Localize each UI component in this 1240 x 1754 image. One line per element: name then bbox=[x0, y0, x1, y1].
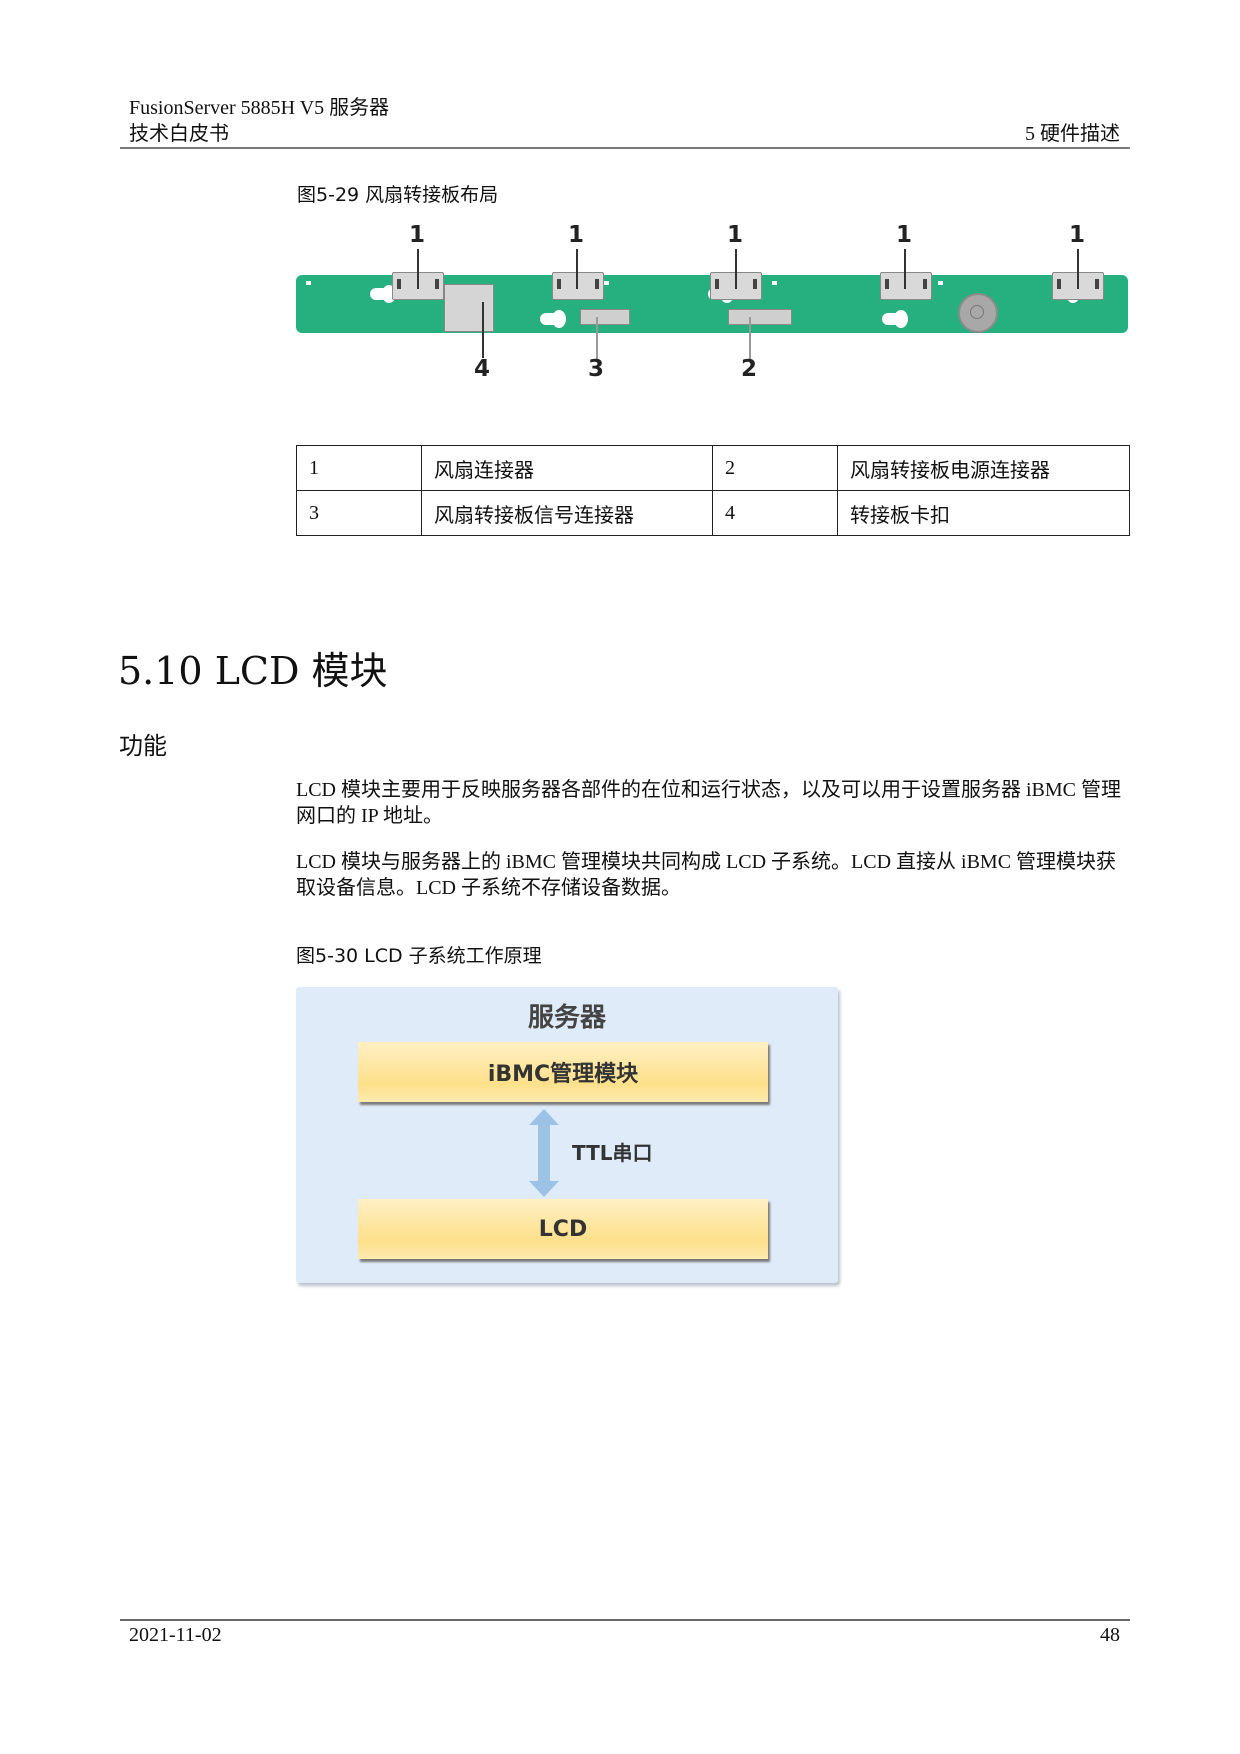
callout-line bbox=[1077, 249, 1079, 289]
mount-dot bbox=[938, 281, 943, 285]
legend-num: 3 bbox=[296, 490, 422, 536]
server-label: 服务器 bbox=[527, 1003, 606, 1033]
callout-1: 1 bbox=[408, 222, 425, 248]
callout-line bbox=[482, 302, 484, 358]
legend-num: 4 bbox=[712, 490, 838, 536]
section-subtitle: 功能 bbox=[119, 732, 167, 760]
callout-3: 3 bbox=[587, 356, 604, 382]
ibmc-module-box: iBMC管理模块 bbox=[358, 1042, 768, 1102]
callout-line bbox=[749, 317, 751, 359]
callout-line bbox=[576, 249, 578, 289]
chapter-label: 5 硬件描述 bbox=[1025, 123, 1120, 145]
mount-dot bbox=[772, 281, 777, 285]
mount-dot bbox=[306, 281, 311, 285]
footer-date: 2021-11-02 bbox=[129, 1624, 222, 1646]
callout-1: 1 bbox=[567, 222, 584, 248]
signal-connector bbox=[580, 309, 630, 325]
lcd-box: LCD bbox=[358, 1199, 768, 1259]
footer-divider bbox=[120, 1619, 1130, 1621]
section-title: 5.10 LCD 模块 bbox=[118, 649, 388, 693]
fan-connector bbox=[880, 272, 932, 300]
callout-line bbox=[596, 317, 598, 359]
keyhole-icon bbox=[540, 310, 566, 328]
ttl-serial-label: TTL串口 bbox=[572, 1141, 653, 1165]
doc-subtitle: 技术白皮书 bbox=[129, 123, 229, 145]
legend-desc: 转接板卡扣 bbox=[837, 490, 1130, 536]
legend-desc: 风扇连接器 bbox=[421, 445, 713, 491]
paragraph: LCD 模块与服务器上的 iBMC 管理模块共同构成 LCD 子系统。LCD 直… bbox=[296, 851, 1117, 899]
table-row: 1 风扇连接器 2 风扇转接板电源连接器 bbox=[296, 445, 1130, 491]
lcd-subsystem-diagram: 服务器 iBMC管理模块 TTL串口 LCD bbox=[296, 987, 838, 1283]
legend-num: 1 bbox=[296, 445, 422, 491]
callout-line bbox=[735, 249, 737, 289]
mount-dot bbox=[604, 281, 609, 285]
legend-desc: 风扇转接板信号连接器 bbox=[421, 490, 713, 536]
fan-connector bbox=[552, 272, 604, 300]
keyhole-icon bbox=[882, 310, 908, 328]
paragraph: LCD 模块主要用于反映服务器各部件的在位和运行状态，以及可以用于设置服务器 i… bbox=[296, 779, 1122, 827]
document-header-title: FusionServer 5885H V5 服务器 技术白皮书 bbox=[129, 95, 389, 147]
power-connector bbox=[728, 309, 792, 325]
callout-1: 1 bbox=[895, 222, 912, 248]
callout-line bbox=[904, 249, 906, 289]
doc-title: FusionServer 5885H V5 服务器 bbox=[129, 97, 390, 119]
callout-2: 2 bbox=[740, 356, 757, 382]
callout-4: 4 bbox=[473, 356, 490, 382]
callout-1: 1 bbox=[726, 222, 743, 248]
callout-1: 1 bbox=[1068, 222, 1085, 248]
legend-num: 2 bbox=[712, 445, 838, 491]
standoff bbox=[958, 293, 998, 333]
keyhole-icon bbox=[370, 285, 396, 303]
page-number: 48 bbox=[1100, 1624, 1120, 1646]
figure-caption-5-30: 图5-30 LCD 子系统工作原理 bbox=[296, 945, 542, 967]
legend-desc: 风扇转接板电源连接器 bbox=[837, 445, 1130, 491]
board-latch bbox=[444, 284, 494, 332]
header-divider bbox=[120, 147, 1130, 149]
bidirectional-arrow-icon bbox=[529, 1109, 559, 1197]
table-row: 3 风扇转接板信号连接器 4 转接板卡扣 bbox=[296, 490, 1130, 536]
fan-board-diagram: 1 1 1 1 1 4 3 2 bbox=[296, 222, 1129, 387]
figure-caption-5-29: 图5-29 风扇转接板布局 bbox=[297, 184, 499, 206]
callout-line bbox=[417, 249, 419, 289]
legend-table: 1 风扇连接器 2 风扇转接板电源连接器 3 风扇转接板信号连接器 4 转接板卡… bbox=[296, 445, 1130, 536]
